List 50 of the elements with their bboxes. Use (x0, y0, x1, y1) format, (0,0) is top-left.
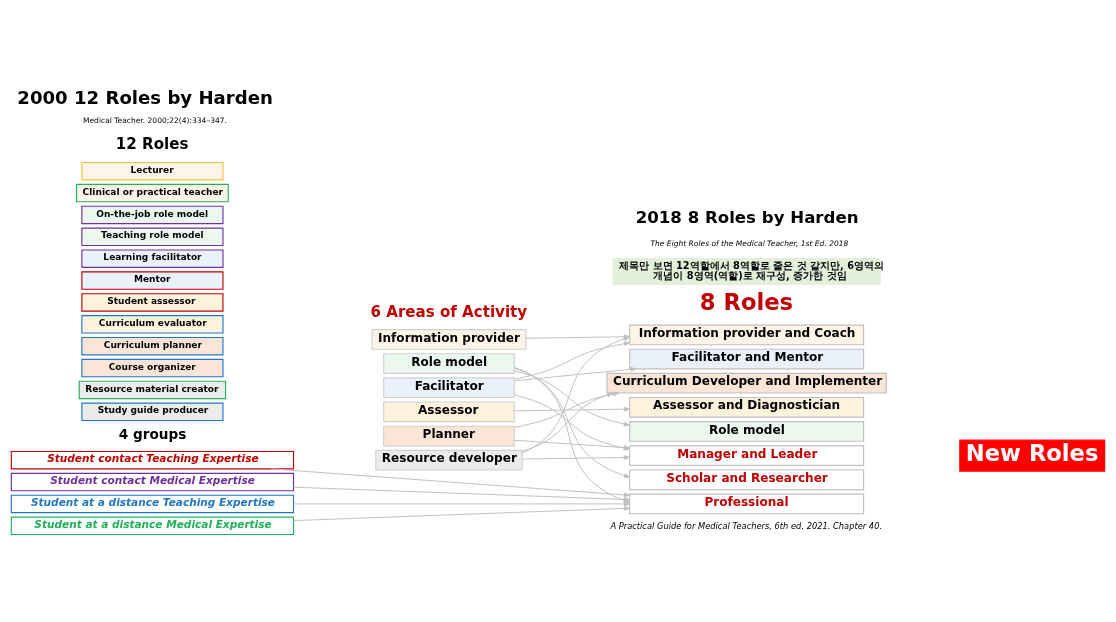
node-box: Student at a distance Medical Expertise (10, 516, 295, 535)
node-box: Study guide producer (81, 402, 224, 421)
node-box: Planner (383, 425, 515, 446)
node-box: Facilitator and Mentor (629, 348, 865, 369)
node-box: Lecturer (81, 161, 224, 180)
arrow (513, 391, 620, 428)
node-box: Role model (629, 420, 865, 442)
node-box: Mentor (81, 270, 224, 290)
node-box: New Roles (959, 439, 1106, 472)
node-box: 제목만 보면 12역할에서 8역할로 줄은 것 같지만, 6영역의 개념이 8영역(역할)로 재구성, 증가한 것임 (612, 257, 881, 285)
node-box: Learning facilitator (81, 248, 224, 268)
label: 12 Roles (115, 134, 189, 153)
caption: A Practical Guide for Medical Teachers, 6th ed, 2021. Chapter 40. (610, 520, 883, 531)
arrow (293, 501, 631, 506)
arrow (293, 505, 631, 521)
label: 8 Roles (699, 288, 794, 315)
arrow (521, 392, 614, 452)
node-box: On-the-job role model (81, 205, 224, 224)
label: Medical Teacher. 2000;22(4):334–347. (83, 115, 227, 125)
node-box: Clinical or practical teacher (76, 183, 229, 202)
node-box: Information provider and Coach (629, 324, 865, 345)
node-box: Assessor and Diagnostician (629, 396, 865, 418)
node-box: Professional (629, 493, 865, 514)
label: 6 Areas of Activity (370, 302, 528, 321)
node-box: Scholar and Researcher (629, 468, 865, 490)
node-box: Teaching role model (81, 227, 224, 246)
node-box: Manager and Leader (629, 444, 865, 466)
arrow (270, 467, 631, 497)
node-box: Resource developer (375, 449, 523, 471)
node-box: Role model (383, 352, 515, 374)
node-box: Course organizer (81, 358, 224, 377)
node-box: Assessor (383, 401, 515, 422)
arrow (521, 454, 630, 460)
node-box: Curriculum evaluator (81, 314, 224, 334)
node-box: Curriculum planner (81, 336, 224, 355)
diagram-title: 2000 12 Roles by Harden (17, 86, 273, 108)
node-box: Information provider (371, 328, 527, 350)
node-box: Student assessor (81, 292, 224, 312)
node-box: Student contact Medical Expertise (10, 472, 295, 491)
arrow (513, 366, 637, 381)
arrow (513, 369, 631, 426)
node-box: Student contact Teaching Expertise (10, 450, 295, 469)
node-box: Resource material creator (78, 380, 227, 399)
arrow (513, 406, 630, 412)
node-box: Student at a distance Teaching Expertise (10, 494, 295, 513)
label: 2018 8 Roles by Harden (635, 207, 859, 227)
arrow (513, 340, 631, 380)
label: 4 groups (118, 425, 187, 442)
label: The Eight Roles of the Medical Teacher, 1st Ed. 2018 (650, 238, 849, 248)
node-box: Facilitator (383, 376, 515, 398)
